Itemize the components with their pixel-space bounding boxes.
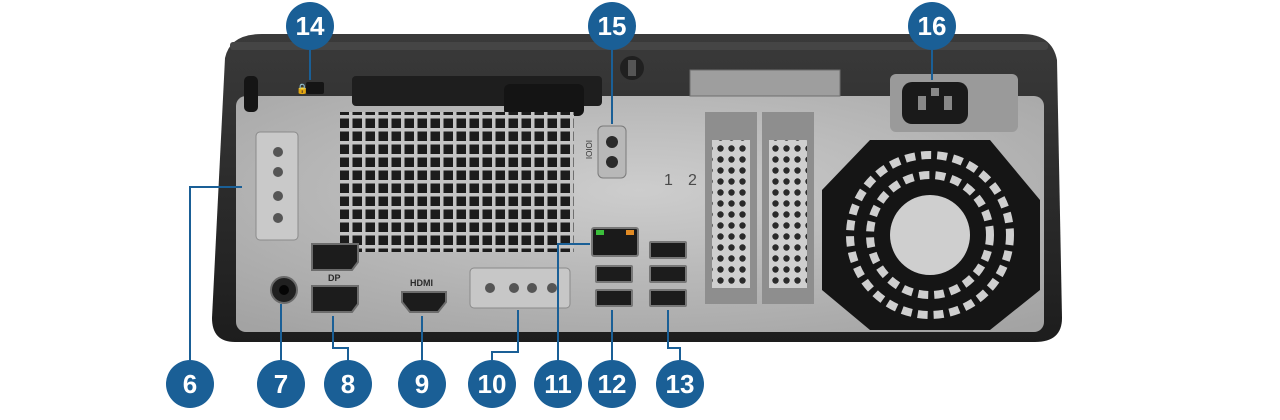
rj45-network-jack	[591, 227, 639, 257]
power-supply-fan-grille	[822, 140, 1040, 330]
usb-superspeed-ports	[649, 241, 687, 307]
callout-number: 12	[598, 369, 627, 399]
usb-ports	[595, 265, 633, 307]
expansion-slot-1-label: 1	[664, 172, 673, 189]
callout-badge	[908, 2, 956, 50]
leader-line-optional-port-bay	[491, 310, 519, 360]
serial-port: IOIOI	[584, 56, 644, 179]
hdmi-port: HDMI	[401, 278, 447, 313]
callout-power-connector: 16	[908, 2, 956, 50]
callout-usb-ports: 12	[588, 360, 636, 408]
callout-rj45-network-jack: 11	[534, 360, 582, 408]
callout-badge	[534, 360, 582, 408]
callout-badge	[257, 360, 305, 408]
callout-number: 15	[598, 11, 627, 41]
leader-lines	[189, 50, 933, 360]
leader-line-optional-port-knockouts	[189, 186, 242, 360]
callout-number: 10	[478, 369, 507, 399]
callout-optional-port-bay: 10	[468, 360, 516, 408]
callout-audio-line-out-jack: 7	[257, 360, 305, 408]
serial-port-marking: IOIOI	[584, 140, 593, 159]
optional-port-knockout-plate	[255, 131, 299, 241]
security-lock-slot: 🔒	[244, 76, 324, 112]
callout-badge	[468, 360, 516, 408]
callout-number: 7	[274, 369, 288, 399]
audio-jack	[270, 276, 298, 304]
callout-number: 14	[296, 11, 325, 41]
power-connector	[902, 82, 968, 124]
callout-badge	[166, 360, 214, 408]
callout-optional-port-knockouts: 6	[166, 360, 214, 408]
callout-badge	[398, 360, 446, 408]
callout-security-lock-slot: 14	[286, 2, 334, 50]
callout-number: 8	[341, 369, 355, 399]
expansion-slot-2-label: 2	[688, 172, 697, 189]
callout-number: 9	[415, 369, 429, 399]
leader-line-usb-superspeed-ports	[667, 310, 681, 360]
callout-badge	[286, 2, 334, 50]
callout-usb-superspeed-ports: 13	[656, 360, 704, 408]
displayport-connectors: DP	[311, 243, 359, 313]
callout-number: 13	[666, 369, 695, 399]
svg-text:🔒: 🔒	[296, 83, 308, 95]
callout-number: 11	[544, 369, 572, 399]
callout-badge	[324, 360, 372, 408]
callout-badge	[588, 2, 636, 50]
leader-line-rj45-network-jack	[557, 243, 590, 360]
callout-badge	[656, 360, 704, 408]
callout-displayport-connectors: 8	[324, 360, 372, 408]
ventilation-grid	[340, 112, 574, 252]
callout-serial-port: 15	[588, 2, 636, 50]
hdmi-logo: HDMI	[410, 278, 433, 288]
expansion-slots: 1 2	[664, 112, 814, 304]
optional-port-bay	[469, 267, 571, 309]
leader-line-displayport-connectors	[332, 316, 349, 360]
callout-number: 16	[918, 11, 947, 41]
callout-badge	[588, 360, 636, 408]
callout-number: 6	[183, 369, 197, 399]
callout-hdmi-port: 9	[398, 360, 446, 408]
displayport-logo: DP	[328, 273, 341, 283]
